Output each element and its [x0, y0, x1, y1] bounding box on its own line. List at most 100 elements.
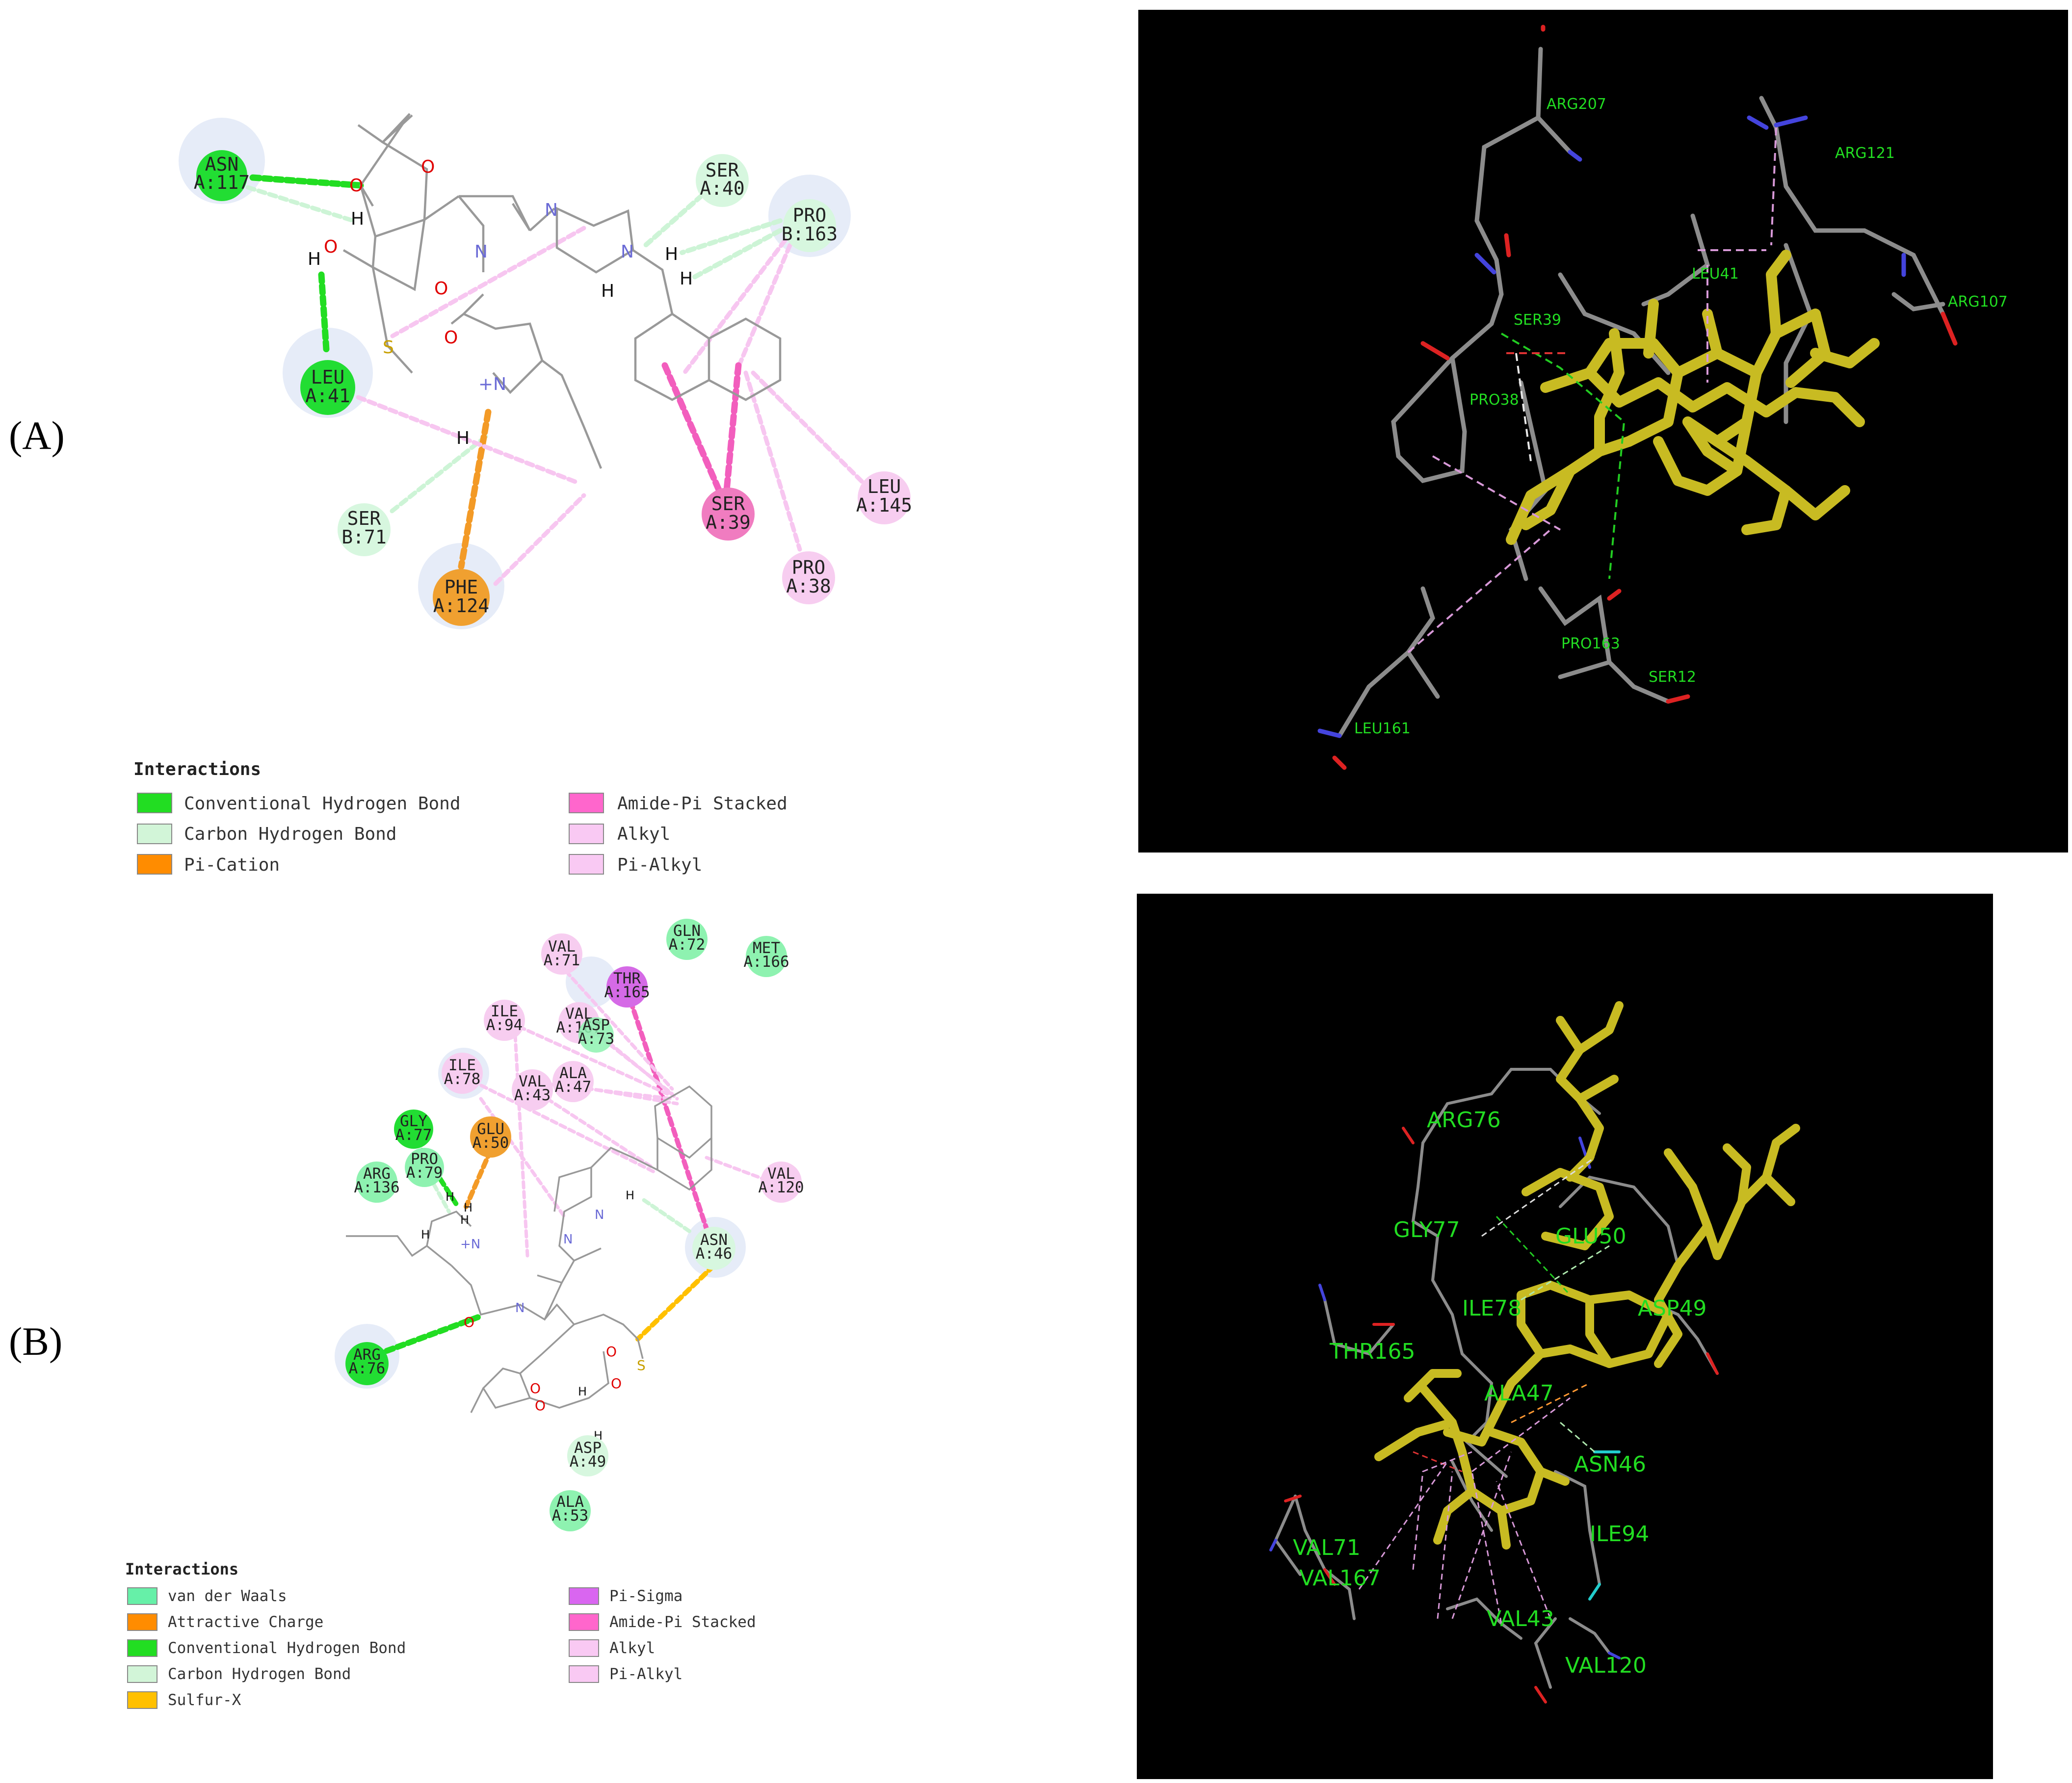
residue-halos: [179, 118, 851, 629]
svg-text:O: O: [324, 237, 338, 257]
svg-text:Pi-Cation: Pi-Cation: [184, 855, 280, 875]
svg-text:H: H: [446, 1190, 454, 1204]
residue-ser-a39: SER A:39: [702, 488, 755, 541]
panel-label-a: (A): [9, 413, 65, 458]
svg-text:A:136: A:136: [354, 1179, 399, 1196]
svg-text:VAL120: VAL120: [1565, 1653, 1647, 1678]
svg-text:A:40: A:40: [700, 178, 745, 199]
svg-text:Pi-Alkyl: Pi-Alkyl: [609, 1665, 682, 1683]
svg-text:SER39: SER39: [1514, 311, 1561, 329]
panel-a-2d-diagram: O O O O O N N N +N S H H H H H H ASN A:1…: [179, 113, 912, 629]
svg-text:N: N: [474, 242, 488, 262]
svg-text:PRO: PRO: [793, 205, 827, 226]
svg-text:van der Waals: van der Waals: [168, 1587, 287, 1605]
svg-text:Amide-Pi Stacked: Amide-Pi Stacked: [617, 794, 787, 814]
ligand-skeleton-b: [346, 1085, 712, 1413]
legend-b-item-6: Amide-Pi Stacked: [569, 1613, 756, 1631]
svg-text:A:53: A:53: [552, 1507, 589, 1525]
svg-text:H: H: [456, 428, 470, 448]
svg-text:O: O: [464, 1314, 474, 1330]
residue-pro-a38: PRO A:38: [782, 551, 835, 604]
residue-ala-a47: ALA A:47: [552, 1061, 594, 1102]
svg-text:H: H: [351, 209, 364, 229]
legend-b-item-0: van der Waals: [127, 1587, 287, 1605]
svg-text:SER12: SER12: [1649, 669, 1696, 686]
labels-3d-b: ARG76 GLY77 GLU50 ILE78 ASP49 THR165 ALA…: [1293, 1108, 1707, 1678]
svg-text:H: H: [578, 1385, 587, 1398]
svg-text:ILE: ILE: [491, 1003, 518, 1020]
svg-text:GLU50: GLU50: [1555, 1224, 1626, 1249]
svg-text:MET: MET: [753, 939, 780, 957]
legend-b-item-8: Pi-Alkyl: [569, 1665, 682, 1683]
legend-a-item-3: Amide-Pi Stacked: [569, 793, 787, 814]
ligand-skeleton: [342, 113, 782, 469]
residue-asp-a73: ASP A:73: [578, 1016, 614, 1053]
svg-text:A:165: A:165: [604, 983, 650, 1001]
svg-text:PHE: PHE: [445, 576, 478, 598]
residue-ser-b71: SER B:71: [338, 503, 391, 556]
svg-text:ARG121: ARG121: [1835, 145, 1895, 162]
svg-text:VAL43: VAL43: [1487, 1606, 1554, 1631]
svg-text:O: O: [421, 157, 435, 177]
svg-text:LEU: LEU: [867, 476, 901, 497]
svg-text:ARG107: ARG107: [1948, 293, 2008, 310]
svg-text:H: H: [626, 1189, 634, 1202]
svg-text:A:145: A:145: [856, 494, 912, 516]
legend-a-item-1: Carbon Hydrogen Bond: [137, 824, 396, 844]
svg-text:ILE94: ILE94: [1590, 1522, 1649, 1547]
svg-text:GLY77: GLY77: [1393, 1217, 1460, 1242]
residue-gln-a72: GLN A:72: [666, 919, 708, 960]
svg-text:H: H: [460, 1213, 469, 1227]
svg-text:Sulfur-X: Sulfur-X: [168, 1691, 241, 1709]
svg-text:A:41: A:41: [305, 385, 350, 407]
ligand-sticks-b: [1374, 1001, 1800, 1550]
svg-text:A:71: A:71: [544, 952, 580, 969]
svg-text:A:78: A:78: [444, 1070, 481, 1088]
ligand-sticks-a: [1506, 250, 1880, 545]
svg-text:A:47: A:47: [555, 1078, 592, 1096]
residue-gly-a77: GLY A:77: [394, 1110, 433, 1149]
svg-text:ALA: ALA: [556, 1493, 584, 1511]
svg-text:N: N: [621, 242, 634, 262]
svg-text:ARG: ARG: [363, 1165, 391, 1183]
svg-text:O: O: [535, 1397, 546, 1414]
svg-text:ASP: ASP: [582, 1016, 610, 1034]
svg-text:N: N: [545, 200, 558, 220]
residue-leu-a41: LEU A:41: [300, 360, 355, 415]
svg-text:Conventional Hydrogen Bond: Conventional Hydrogen Bond: [168, 1639, 406, 1657]
residue-phe-a124: PHE A:124: [433, 569, 490, 626]
svg-text:+N: +N: [478, 374, 506, 394]
svg-text:A:79: A:79: [406, 1164, 443, 1182]
svg-text:O: O: [530, 1380, 541, 1396]
svg-text:A:120: A:120: [758, 1179, 804, 1196]
interaction-lines-b: [363, 962, 767, 1469]
legend-b-item-1: Attractive Charge: [127, 1613, 323, 1631]
svg-text:VAL: VAL: [548, 938, 576, 956]
svg-text:H: H: [464, 1201, 472, 1215]
svg-text:N: N: [563, 1232, 573, 1247]
legend-a-item-5: Pi-Alkyl: [569, 854, 702, 875]
panel-a-3d-view: ARG207 ARG121 LEU41 ARG107 SER39 PRO38 P…: [1138, 10, 2068, 853]
ligand-atoms: O O O O O N N N +N S H H H H H H: [308, 157, 693, 448]
svg-text:ALA47: ALA47: [1484, 1381, 1554, 1406]
svg-text:ASN46: ASN46: [1574, 1452, 1646, 1477]
svg-text:THR: THR: [613, 970, 641, 987]
residue-arg-a76: ARG A:76: [345, 1342, 389, 1385]
svg-text:Conventional Hydrogen Bond: Conventional Hydrogen Bond: [184, 794, 461, 814]
svg-text:S: S: [637, 1357, 646, 1373]
svg-text:Interactions: Interactions: [125, 1560, 238, 1578]
interaction-lines: [245, 174, 866, 586]
svg-text:ASN: ASN: [700, 1231, 728, 1249]
legend-b: Interactions van der Waals Attractive Ch…: [125, 1560, 756, 1709]
ligand-atoms-b: +N N S O O O O O H H H H H H H N N: [421, 1189, 646, 1443]
svg-text:ILE78: ILE78: [1462, 1296, 1521, 1321]
svg-text:O: O: [434, 279, 448, 299]
legend-b-item-5: Pi-Sigma: [569, 1587, 682, 1605]
svg-text:Attractive Charge: Attractive Charge: [168, 1613, 323, 1631]
svg-text:VAL167: VAL167: [1299, 1566, 1381, 1591]
svg-text:O: O: [349, 176, 363, 196]
svg-text:H: H: [308, 249, 321, 269]
svg-text:ALA: ALA: [559, 1064, 587, 1082]
svg-text:Alkyl: Alkyl: [617, 824, 670, 844]
svg-text:A:77: A:77: [395, 1126, 432, 1144]
